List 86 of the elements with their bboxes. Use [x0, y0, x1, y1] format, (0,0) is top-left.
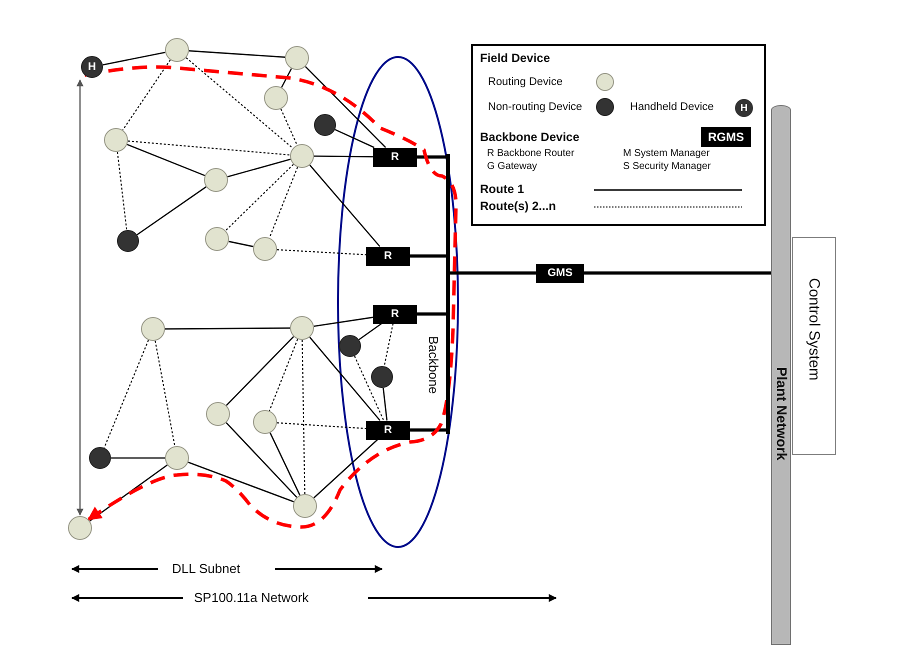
network-pipe: Plant Network: [771, 105, 791, 645]
routing-device-circle: [264, 86, 288, 110]
router-box: R: [373, 304, 417, 324]
dotted-link-line: [276, 422, 366, 430]
backbone-link-line: [417, 155, 446, 159]
backbone-label: Backbone: [426, 336, 441, 394]
link-line: [304, 66, 386, 148]
dotted-link-line: [276, 249, 366, 256]
routing-device-circle: [253, 410, 277, 434]
link-line: [126, 144, 206, 176]
dotted-link-line: [384, 323, 394, 366]
link-line: [358, 322, 382, 340]
non-routing-device-circle: [314, 114, 336, 136]
legend-heading: Field Device: [480, 51, 550, 65]
dotted-link-line: [154, 340, 176, 446]
routing-device-circle: [165, 38, 189, 62]
handheld-device-circle: H: [81, 56, 103, 78]
dotted-link-line: [354, 356, 384, 421]
routing-device-circle: [104, 128, 128, 152]
legend-text: M System Manager: [623, 148, 710, 159]
link-line: [227, 158, 291, 178]
non-routing-device-circle: [89, 447, 111, 469]
routing-device-circle: [141, 317, 165, 341]
legend-heading: Backbone Device: [480, 130, 580, 144]
backbone-link-line: [410, 428, 446, 432]
dotted-link-line: [302, 340, 306, 494]
routing-device-circle: [290, 316, 314, 340]
routing-device-circle: [290, 144, 314, 168]
legend-text: R Backbone Router: [487, 148, 574, 159]
device-code-tag: RGMS: [701, 127, 751, 147]
dotted-link-line: [280, 108, 298, 146]
legend-text: G Gateway: [487, 161, 538, 172]
router-box: R: [366, 246, 410, 266]
link-line: [165, 327, 290, 330]
link-line: [382, 388, 388, 421]
link-line: [314, 155, 373, 158]
legend-text: S Security Manager: [623, 161, 711, 172]
legend-text: Routing Device: [488, 76, 563, 88]
dotted-link-line: [268, 166, 298, 238]
link-line: [314, 316, 374, 327]
routing-device-circle: [68, 516, 92, 540]
dotted-link-line: [225, 164, 294, 231]
link-line: [188, 50, 286, 58]
dotted-link-line: [268, 338, 298, 412]
non-routing-device-circle: [371, 366, 393, 388]
dotted-link-line: [128, 140, 290, 156]
routing-device-circle: [165, 446, 189, 470]
backbone-link-line: [584, 271, 771, 275]
backbone-link-line: [410, 254, 446, 258]
dotted-link-line: [186, 57, 294, 149]
legend-text: Non-routing Device: [488, 101, 582, 113]
router-box: R: [373, 148, 417, 166]
link-line: [309, 336, 380, 421]
routing-device-circle: [205, 227, 229, 251]
backbone-link-line: [450, 271, 536, 275]
route-arrow: [84, 65, 458, 529]
link-line: [281, 68, 292, 88]
backbone-link-line: [417, 312, 446, 316]
routing-device-circle: [285, 46, 309, 70]
link-line: [102, 52, 166, 66]
link-line: [226, 422, 298, 498]
link-line: [188, 462, 294, 502]
link-line: [309, 164, 380, 247]
height-arrow: [76, 79, 84, 516]
routing-device-circle: [204, 168, 228, 192]
link-line: [228, 240, 254, 248]
gateway-box: GMS: [536, 264, 584, 282]
routing-device-circle: [293, 494, 317, 518]
control-system-box: Control System: [792, 237, 836, 455]
legend-text: Route 1: [480, 182, 524, 196]
dotted-link-line: [116, 152, 128, 230]
non-routing-device-circle: [117, 230, 139, 252]
legend-text: Route(s) 2...n: [480, 199, 556, 213]
non-routing-device-circle: [339, 335, 361, 357]
link-line: [270, 432, 300, 496]
routing-device-circle: [206, 402, 230, 426]
link-line: [334, 128, 374, 148]
link-line: [111, 457, 165, 459]
routing-device-circle: [253, 237, 277, 261]
dotted-link-line: [104, 340, 149, 448]
link-line: [226, 336, 294, 406]
legend-text: Handheld Device: [630, 101, 714, 113]
dotted-link-line: [122, 60, 171, 130]
link-line: [313, 439, 378, 498]
router-box: R: [366, 420, 410, 440]
link-line: [136, 186, 206, 236]
